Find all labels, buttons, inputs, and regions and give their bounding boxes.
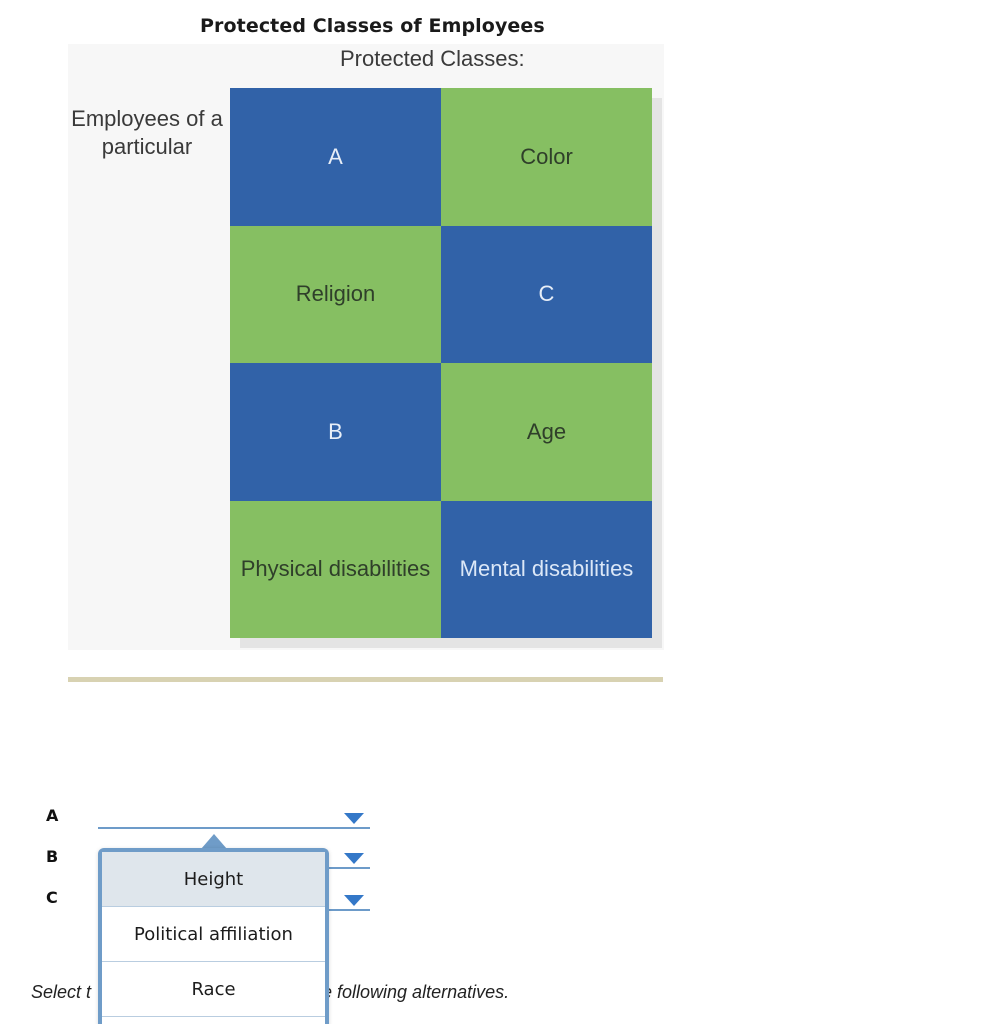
protected-classes-grid: A Color Religion C B Age Physical disabi… [230, 88, 652, 638]
cell-color: Color [441, 88, 652, 226]
dropdown-option-political-affiliation[interactable]: Political affiliation [102, 907, 325, 962]
chevron-down-icon[interactable] [344, 813, 364, 824]
section-divider [68, 677, 663, 682]
cell-mental-disabilities: Mental disabilities [441, 500, 652, 638]
cell-physical-disabilities: Physical disabilities [230, 500, 441, 638]
cell-c: C [441, 225, 652, 363]
dropdown-option-race[interactable]: Race [102, 962, 325, 1017]
chevron-down-icon[interactable] [344, 853, 364, 864]
instruction-text-left: Select t [31, 982, 92, 1002]
question-label-a: A [46, 806, 59, 825]
figure-left-label: Employees of a particular [71, 106, 223, 159]
dropdown-option-height[interactable]: Height [102, 852, 325, 907]
page-title: Protected Classes of Employees [200, 15, 545, 37]
chevron-down-icon[interactable] [344, 895, 364, 906]
cell-age: Age [441, 363, 652, 501]
dropdown-caret-icon [201, 834, 227, 849]
select-a[interactable] [98, 807, 370, 829]
cell-a: A [230, 88, 441, 226]
figure-subtitle: Protected Classes: [340, 46, 525, 71]
question-label-b: B [46, 847, 59, 866]
cell-religion: Religion [230, 225, 441, 363]
cell-b: B [230, 363, 441, 501]
question-label-c: C [46, 888, 58, 907]
dropdown-menu: Height Political affiliation Race [98, 848, 329, 1024]
instruction-text-right: e following alternatives. [322, 982, 510, 1002]
